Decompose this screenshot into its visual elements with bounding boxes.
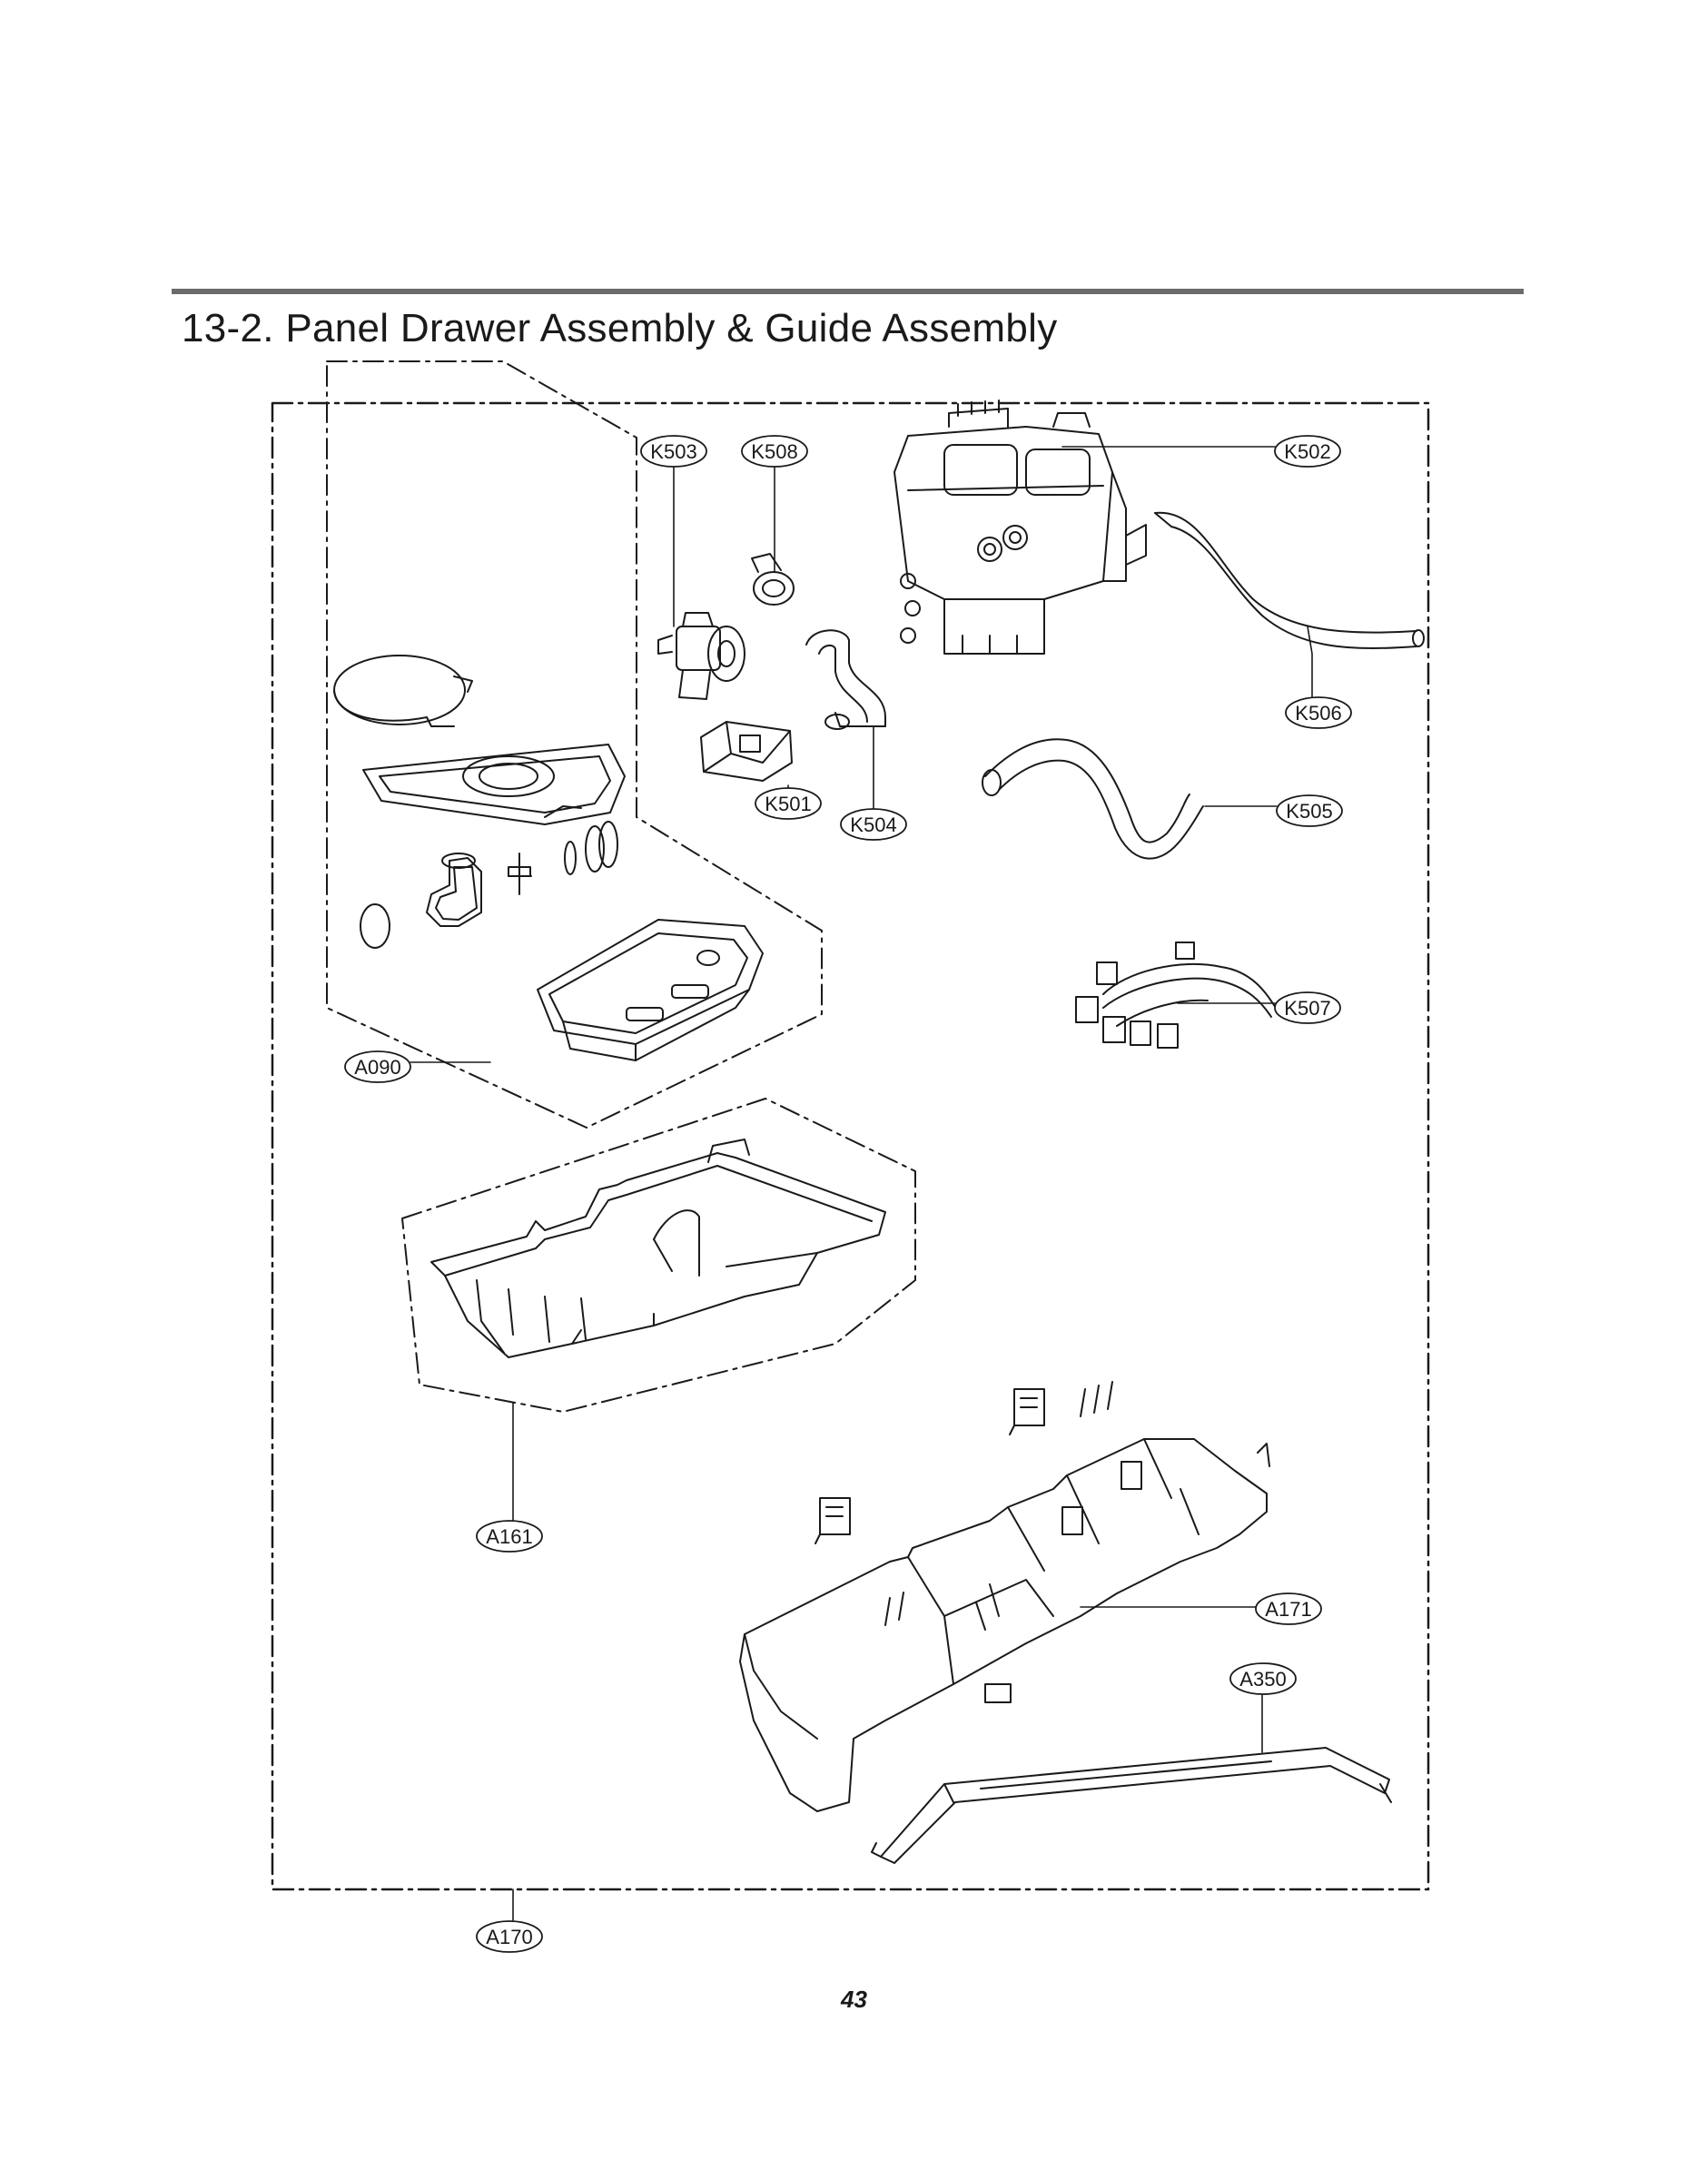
callout-k507: K507	[1274, 991, 1341, 1024]
part-a090-small-parts	[360, 821, 618, 949]
part-a090-cap	[333, 655, 473, 727]
callout-k506: K506	[1285, 696, 1352, 729]
svg-text:K501: K501	[765, 793, 811, 815]
callout-a171: A171	[1255, 1592, 1322, 1625]
group-outline-a090	[326, 360, 823, 1129]
part-a090-duct	[426, 853, 482, 927]
callout-a090: A090	[344, 1050, 411, 1083]
part-a350-rail	[871, 1747, 1392, 1864]
callout-a161: A161	[476, 1520, 543, 1553]
svg-text:K508: K508	[751, 440, 797, 463]
svg-text:K506: K506	[1295, 702, 1341, 725]
svg-text:K507: K507	[1284, 997, 1330, 1020]
svg-text:K503: K503	[650, 440, 696, 463]
part-a161-housing	[430, 1139, 886, 1358]
svg-text:K504: K504	[850, 813, 896, 836]
part-k501-bracket	[700, 721, 793, 782]
svg-text:K502: K502	[1284, 440, 1330, 463]
svg-text:A170: A170	[486, 1926, 532, 1948]
svg-text:A350: A350	[1239, 1668, 1286, 1691]
part-a171-guide	[739, 1381, 1270, 1812]
callout-k505: K505	[1276, 794, 1343, 827]
part-k505-hose	[982, 738, 1204, 860]
svg-text:A161: A161	[486, 1525, 532, 1548]
part-k508-clamp	[751, 553, 795, 606]
part-a090-tray	[537, 919, 764, 1061]
svg-text:A090: A090	[354, 1056, 400, 1079]
callout-k508: K508	[741, 435, 808, 468]
part-k507-harness	[1075, 942, 1277, 1049]
callout-k502: K502	[1274, 435, 1341, 468]
group-outline-a161	[401, 1098, 916, 1413]
callout-k501: K501	[755, 787, 822, 820]
part-k504-hose	[805, 629, 886, 730]
section-rule	[172, 289, 1524, 294]
part-k503-valve	[657, 612, 745, 700]
outer-assembly-frame	[271, 401, 1430, 1891]
part-a090-cover	[362, 744, 626, 825]
callout-a170: A170	[476, 1920, 543, 1953]
part-k506-hose	[1154, 511, 1425, 650]
callout-k504: K504	[840, 808, 907, 841]
svg-text:A171: A171	[1265, 1598, 1311, 1621]
callout-a350: A350	[1229, 1662, 1297, 1695]
callouts: K503 K508 K502 K506 K505 K501 K504 K507	[344, 435, 1352, 1953]
leader-lines	[410, 446, 1313, 1921]
page-number: 43	[841, 1986, 867, 2013]
svg-text:K505: K505	[1286, 800, 1332, 823]
part-a171-clips	[815, 1388, 1045, 1544]
callout-k503: K503	[640, 435, 707, 468]
section-title: 13-2. Panel Drawer Assembly & Guide Asse…	[182, 306, 1058, 350]
part-k502-tank	[893, 399, 1147, 655]
